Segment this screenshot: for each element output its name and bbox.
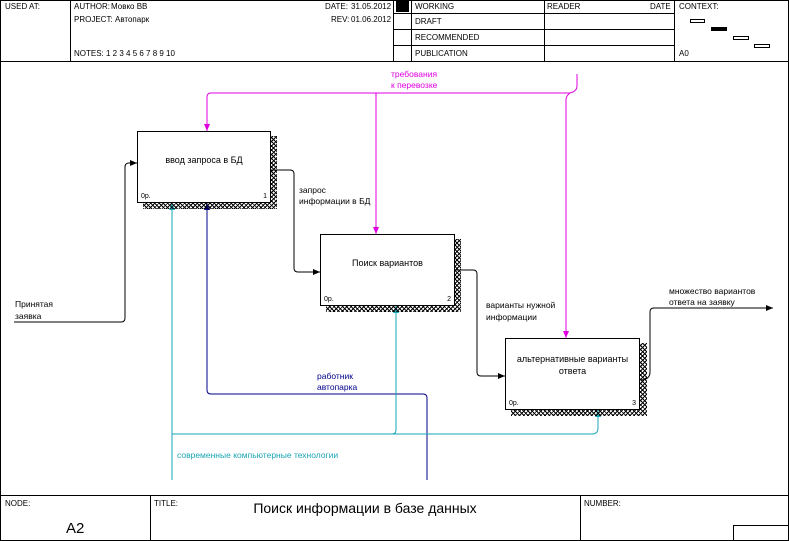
worker-label-line1: работник — [317, 371, 353, 381]
diagram-title: Поиск информации в базе данных — [253, 500, 477, 516]
worker-label-line2: автопарка — [317, 382, 358, 392]
box3-title-line2: ответа — [558, 366, 587, 376]
rev-value: 01.06.2012 — [351, 15, 392, 24]
control-label-line2: к перевозке — [391, 80, 438, 90]
box2-cost: 0р. — [324, 296, 334, 303]
arrow-control-to-box1 — [204, 92, 570, 131]
reader-date-label: DATE — [650, 2, 671, 11]
status-draft: DRAFT — [415, 17, 442, 26]
arrow-mechanism-worker — [204, 203, 428, 480]
activity-box-1[interactable]: ввод запроса в БД 0р. 1 — [137, 131, 271, 203]
context-node: A0 — [679, 49, 689, 58]
output-label-line2: ответа на заявку — [669, 297, 735, 307]
box1-title: ввод запроса в БД — [165, 155, 243, 165]
notes-value: 1 2 3 4 5 6 7 8 9 10 — [106, 49, 175, 58]
box2-title: Поиск вариантов — [352, 258, 423, 268]
context-label: CONTEXT: — [679, 2, 719, 11]
arrow-control-trunk — [569, 74, 578, 94]
link12-label-line2: информации в БД — [299, 196, 371, 206]
arrow-input — [14, 160, 137, 323]
author-label: AUTHOR: — [74, 2, 110, 11]
node-value: A2 — [66, 520, 85, 537]
box2-number: 2 — [447, 296, 451, 303]
input-label-line1: Принятая — [15, 299, 54, 309]
notes-label: NOTES: — [74, 49, 104, 58]
arrow-control-to-box3 — [563, 92, 571, 338]
arrow-mechanism-tech-box2 — [391, 306, 399, 435]
status-working: WORKING — [415, 2, 455, 11]
tech-label: современные компьютерные технологии — [177, 450, 339, 460]
control-label-line1: требования — [391, 69, 438, 79]
activity-box-2[interactable]: Поиск вариантов 0р. 2 — [320, 234, 455, 306]
project-value: Автопарк — [115, 15, 150, 24]
status-publication: PUBLICATION — [415, 49, 468, 58]
reader-label: READER — [547, 2, 581, 11]
link23-label-line1: варианты нужной — [486, 300, 556, 310]
box3-title-line1: альтернативные варианты — [516, 354, 629, 364]
status-recommended: RECOMMENDED — [415, 33, 480, 42]
box3-cost: 0р. — [509, 400, 519, 407]
box1-number: 1 — [263, 193, 267, 200]
date-label: DATE: — [325, 2, 348, 11]
title-label: TITLE: — [154, 499, 179, 508]
arrow-output — [639, 305, 773, 381]
box1-cost: 0р. — [141, 193, 151, 200]
input-label-line2: заявка — [15, 311, 42, 321]
arrow-link-2-3 — [455, 269, 505, 379]
number-label: NUMBER: — [584, 499, 621, 508]
link23-label-line2: информации — [486, 312, 537, 322]
arrow-link-1-2 — [270, 169, 320, 275]
used-at-label: USED AT: — [5, 2, 40, 11]
rev-label: REV: — [331, 15, 350, 24]
link12-label-line1: запрос — [299, 185, 326, 195]
arrow-mechanism-tech-trunk — [172, 410, 601, 435]
project-label: PROJECT: — [74, 15, 113, 24]
output-label-line1: множество вариантов — [669, 286, 756, 296]
activity-box-3[interactable]: альтернативные варианты ответа 0р. 3 — [505, 338, 640, 410]
node-label: NODE: — [5, 499, 31, 508]
author-value: Мовко ВВ — [111, 2, 148, 11]
date-value: 31.05.2012 — [351, 2, 392, 11]
box3-number: 3 — [632, 400, 636, 407]
